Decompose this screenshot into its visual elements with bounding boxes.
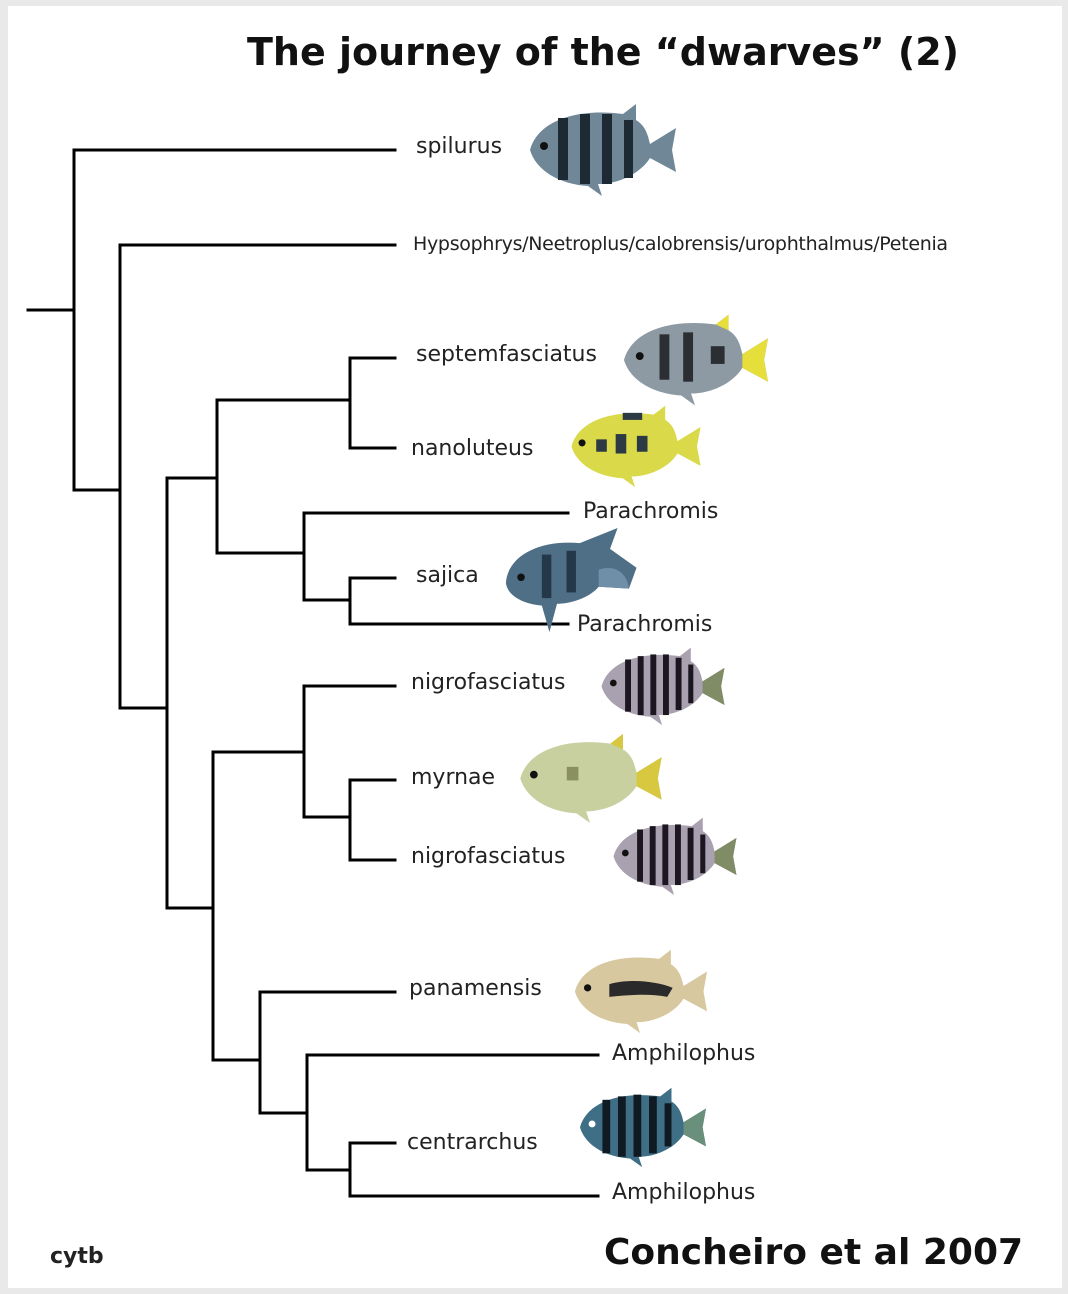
taxon-label-centrarchus: centrarchus [407,1130,538,1155]
taxon-label-sajica: sajica [416,563,479,588]
gene-label: cytb [50,1244,104,1269]
nanoluteus-fish-icon [558,404,714,492]
taxon-label-spilurus: spilurus [416,134,502,159]
septemfasciatus-fish-icon [622,312,770,411]
spilurus-fish-icon [528,102,678,201]
taxon-label-nigrofasciatus: nigrofasciatus [411,670,565,695]
citation: Concheiro et al 2007 [604,1232,1023,1273]
taxon-label-parachromis: Parachromis [583,499,718,524]
taxon-label-panamensis: panamensis [409,976,542,1001]
taxon-label-amphilophus: Amphilophus [612,1180,755,1205]
taxon-label-amphilophus: Amphilophus [612,1041,755,1066]
taxon-label-nanoluteus: nanoluteus [411,436,533,461]
taxon-label-septemfasciatus: septemfasciatus [416,342,597,367]
taxon-label-nigrofasciatus: nigrofasciatus [411,844,565,869]
taxon-label-parachromis: Parachromis [577,612,712,637]
centrarchus-fish-icon [568,1086,718,1172]
panamensis-fish-icon [566,948,716,1038]
taxon-label-hypsophrys-group: Hypsophrys/Neetroplus/calobrensis/uropht… [413,233,948,255]
myrnae-fish-icon [518,732,664,828]
nigrofasciatus-fish-icon [600,816,750,900]
nigrofasciatus-fish-icon [592,646,734,730]
taxon-label-myrnae: myrnae [411,765,495,790]
